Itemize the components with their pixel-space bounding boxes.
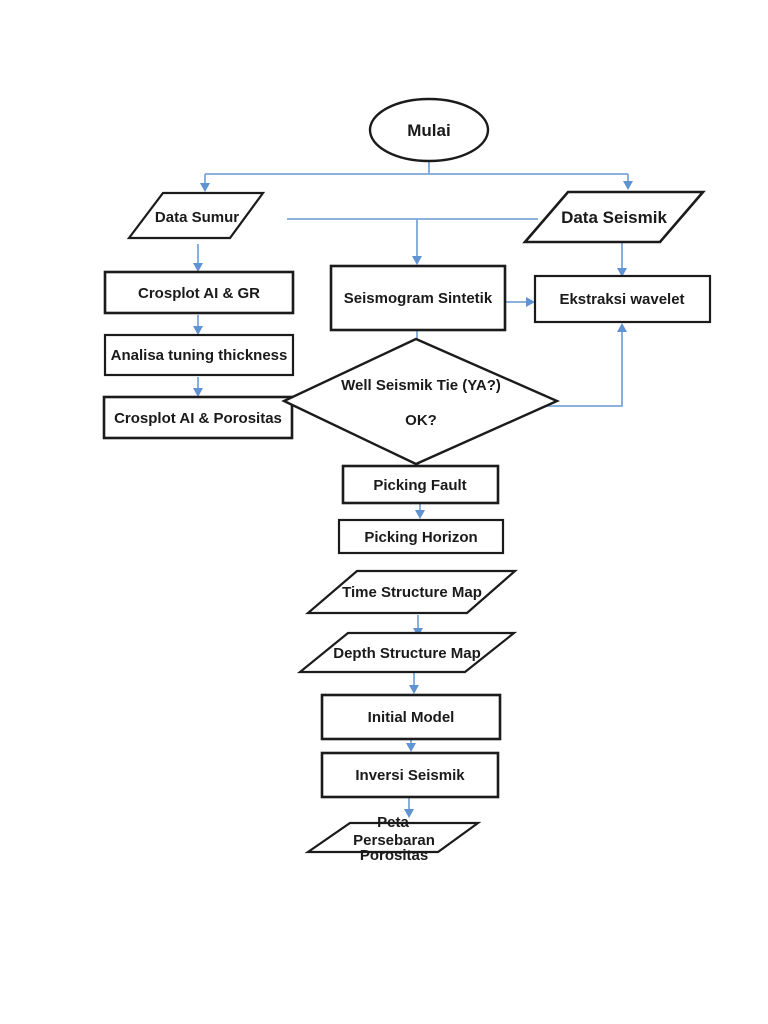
node-peta-label-line1: Peta <box>377 814 409 831</box>
node-picking-horizon-label: Picking Horizon <box>364 529 477 546</box>
arrowhead-initial-model <box>409 685 419 694</box>
arrowhead-wavelet-top <box>617 268 627 277</box>
node-time-structure-map-label: Time Structure Map <box>342 584 482 601</box>
connector-feedback-loop <box>515 332 623 407</box>
node-peta-label-line3: Porositas <box>360 847 428 864</box>
arrowhead-analisa <box>193 326 203 335</box>
arrowhead-peta <box>404 809 414 818</box>
arrowhead-to-data-seismik <box>623 181 633 190</box>
node-analisa-tuning-thickness: Analisa tuning thickness <box>103 333 295 377</box>
node-initial-model: Initial Model <box>320 693 502 741</box>
node-ekstraksi-wavelet-label: Ekstraksi wavelet <box>559 291 684 308</box>
arrowhead-wavelet-bottom <box>617 323 627 332</box>
node-data-sumur: Data Sumur <box>126 191 266 240</box>
arrowhead-to-seismogram <box>412 256 422 265</box>
node-seismogram-sintetik: Seismogram Sintetik <box>329 264 507 332</box>
node-crosplot-ai-gr-label: Crosplot AI & GR <box>138 285 260 302</box>
parallelogram-shape <box>304 821 482 854</box>
node-well-seismik-tie-decision: Well Seismik Tie (YA?) OK? <box>281 337 560 466</box>
node-initial-model-label: Initial Model <box>368 709 455 726</box>
process-box <box>329 264 507 332</box>
node-data-seismik-label: Data Seismik <box>561 208 667 227</box>
node-ekstraksi-wavelet: Ekstraksi wavelet <box>533 274 712 324</box>
parallelogram-shape <box>522 190 706 244</box>
decision-label-line1: Well Seismik Tie (YA?) <box>341 377 501 394</box>
node-analisa-tuning-label: Analisa tuning thickness <box>111 347 288 364</box>
node-peta-label-line2: Persebaran <box>353 832 435 849</box>
arrowhead-porositas <box>193 388 203 397</box>
node-depth-structure-map: Depth Structure Map <box>296 631 518 674</box>
node-time-structure-map: Time Structure Map <box>305 569 518 615</box>
process-box <box>103 270 295 315</box>
node-crosplot-ai-gr: Crosplot AI & GR <box>103 270 295 315</box>
node-crosplot-ai-porositas-label: Crosplot AI & Porositas <box>114 410 282 427</box>
process-box <box>103 333 295 377</box>
node-seismogram-sintetik-label: Seismogram Sintetik <box>344 290 493 307</box>
node-peta-persebaran-porositas: Peta Persebaran Porositas <box>304 814 482 864</box>
node-crosplot-ai-porositas: Crosplot AI & Porositas <box>102 395 294 440</box>
decision-diamond <box>281 337 560 466</box>
arrowhead-crosplot-gr <box>193 263 203 272</box>
process-box <box>102 395 294 440</box>
process-box <box>337 518 505 555</box>
parallelogram-shape <box>305 569 518 615</box>
node-picking-fault: Picking Fault <box>341 464 500 505</box>
decision-label-line2: OK? <box>405 412 437 429</box>
node-mulai-label: Mulai <box>407 121 450 140</box>
node-data-seismik: Data Seismik <box>522 190 706 244</box>
node-mulai: Mulai <box>368 97 490 163</box>
process-box <box>533 274 712 324</box>
parallelogram-shape <box>126 191 266 240</box>
node-picking-horizon: Picking Horizon <box>337 518 505 555</box>
parallelogram-shape <box>296 631 518 674</box>
node-picking-fault-label: Picking Fault <box>373 477 466 494</box>
arrowhead-to-data-sumur <box>200 183 210 192</box>
process-box <box>320 693 502 741</box>
node-data-sumur-label: Data Sumur <box>155 209 239 226</box>
terminator-ellipse <box>368 97 490 163</box>
arrowhead-inversi <box>406 743 416 752</box>
arrowhead-picking-horizon <box>415 510 425 519</box>
process-box <box>320 751 500 799</box>
node-inversi-seismik: Inversi Seismik <box>320 751 500 799</box>
node-inversi-seismik-label: Inversi Seismik <box>355 767 465 784</box>
arrowhead-wavelet-left <box>526 297 535 307</box>
node-depth-structure-map-label: Depth Structure Map <box>333 645 481 662</box>
process-box <box>341 464 500 505</box>
